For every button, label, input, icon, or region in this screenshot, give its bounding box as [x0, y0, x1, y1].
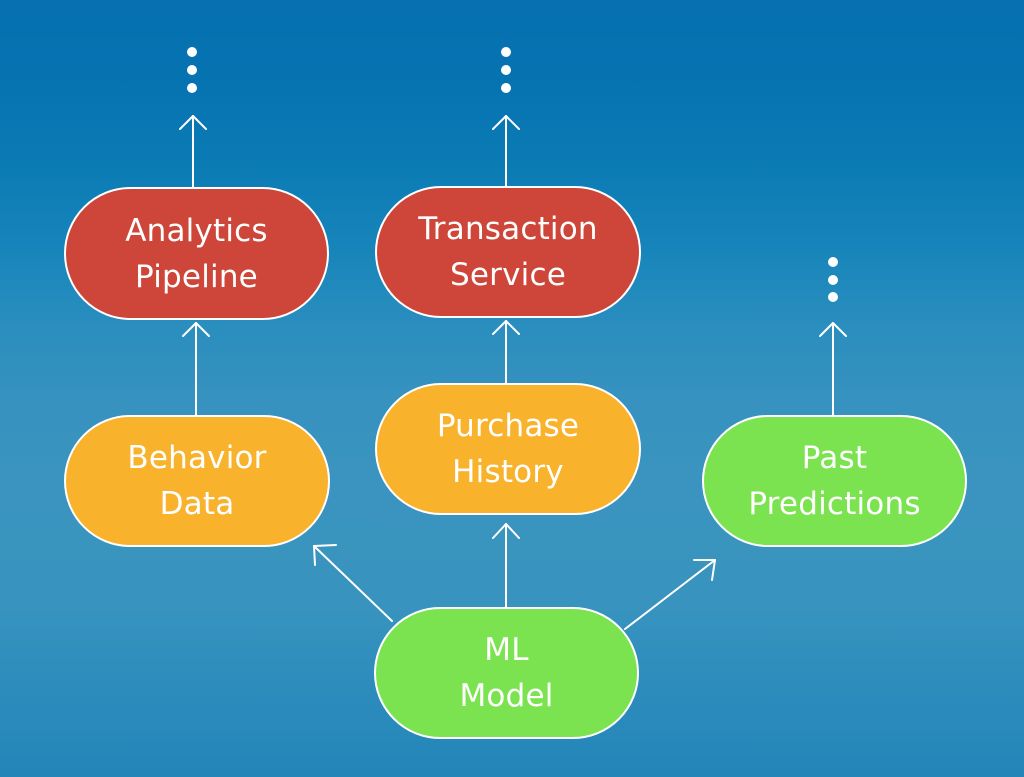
edge-analytics-to-continuation: [179, 115, 207, 188]
node-label-line: Predictions: [748, 486, 921, 522]
ellipsis-icon-analytics: [187, 47, 197, 93]
node-label-line: History: [452, 454, 564, 490]
node-label-line: Data: [159, 486, 235, 522]
edge-behavior-to-analytics: [182, 322, 210, 416]
node-label-line: Model: [459, 678, 554, 714]
edge-past-to-continuation: [819, 322, 847, 416]
ellipsis-icon-transaction: [501, 47, 511, 93]
node-label-line: Purchase: [436, 408, 580, 444]
node-label-line: Analytics: [125, 212, 268, 249]
node-ml-model: ML Model: [374, 607, 639, 739]
node-label-line: ML: [484, 632, 529, 668]
node-label-line: Transaction: [418, 211, 598, 247]
node-label-line: Behavior: [127, 440, 267, 476]
edge-ml-to-past: [624, 559, 716, 630]
edge-purchase-to-transaction: [492, 320, 520, 384]
node-label-line: Pipeline: [135, 258, 258, 295]
edge-transaction-to-continuation: [492, 115, 520, 187]
edge-ml-to-behavior: [313, 544, 393, 622]
edge-ml-to-purchase: [492, 523, 520, 608]
node-analytics-pipeline: Analytics Pipeline: [64, 187, 329, 320]
node-label-line: Service: [450, 257, 566, 293]
node-purchase-history: Purchase History: [375, 383, 641, 515]
node-past-predictions: Past Predictions: [702, 415, 967, 547]
ellipsis-icon-past: [828, 257, 838, 302]
node-label-line: Past: [801, 440, 868, 476]
node-behavior-data: Behavior Data: [64, 415, 330, 547]
node-transaction-service: Transaction Service: [375, 186, 641, 318]
